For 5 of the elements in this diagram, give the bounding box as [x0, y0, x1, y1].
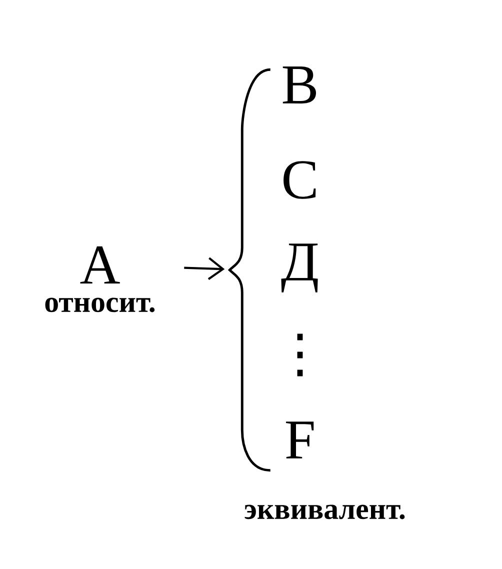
letter: A [80, 246, 120, 284]
node-label: относит. [45, 298, 155, 312]
curly-brace [228, 68, 271, 472]
arrow [184, 257, 225, 280]
node-label: эквивалент. [244, 504, 405, 520]
